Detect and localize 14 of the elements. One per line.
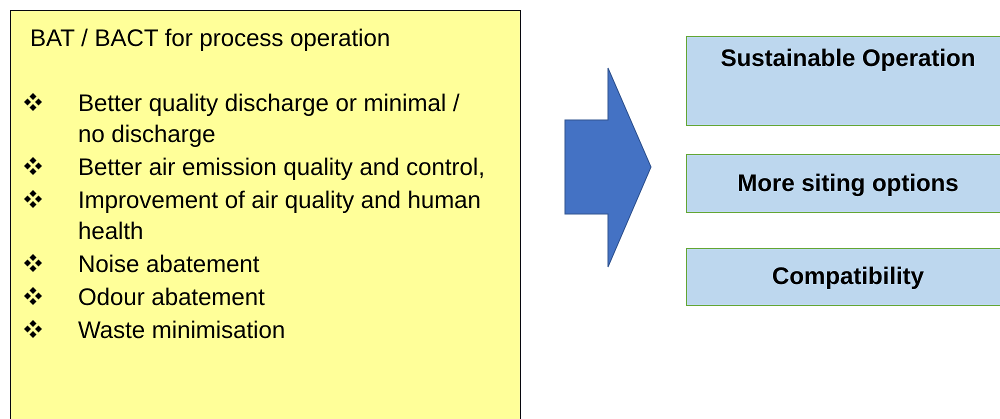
list-item: Noise abatement (78, 250, 260, 280)
outcome-box (686, 154, 1000, 213)
box-label: Compatibility (770, 262, 925, 292)
list-item: Improvement of air quality and human health (78, 186, 482, 247)
list-item: Odour abatement (78, 283, 266, 313)
list-item: Waste minimisation (78, 316, 286, 346)
list-item: Better quality discharge or minimal / no discharge (78, 89, 460, 150)
list-panel (10, 10, 521, 419)
list-item: Better air emission quality and control, (78, 153, 486, 183)
box-label: More siting options (736, 168, 960, 198)
box-label: Sustainable Operation (720, 44, 976, 74)
outcome-box (686, 36, 1000, 126)
outcome-box (686, 248, 1000, 306)
panel-heading: BAT / BACT for process operation (30, 24, 392, 54)
